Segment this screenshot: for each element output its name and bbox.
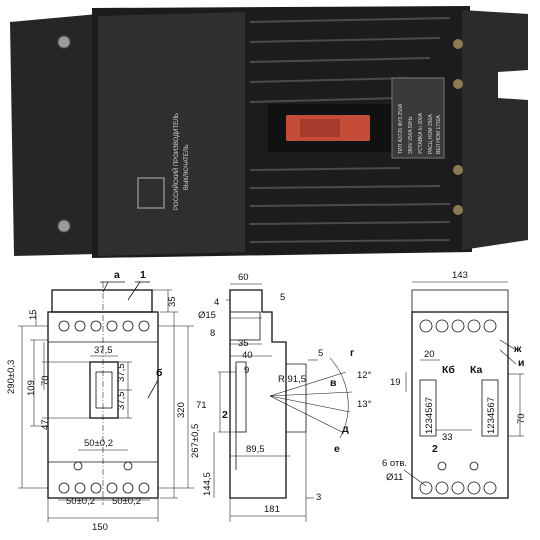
- svg-text:35: 35: [167, 296, 178, 307]
- right-end-cap: [462, 10, 528, 250]
- bottom-terminals: [58, 461, 150, 494]
- svg-text:Ø11: Ø11: [386, 472, 403, 483]
- svg-text:89,5: 89,5: [246, 444, 265, 455]
- rear-bottom-terminals: [419, 461, 497, 495]
- svg-text:R 91,5: R 91,5: [278, 374, 306, 385]
- label-a: а: [114, 269, 120, 281]
- svg-text:5: 5: [280, 292, 285, 303]
- svg-text:50±0,2: 50±0,2: [66, 496, 95, 507]
- top-terminals: [58, 320, 150, 332]
- svg-text:150: 150: [92, 522, 108, 533]
- cooling-ribs-top: [249, 17, 451, 103]
- svg-text:70: 70: [40, 375, 51, 386]
- svg-text:267±0,5: 267±0,5: [190, 424, 201, 458]
- serial-right: 1234567: [486, 397, 497, 434]
- technical-drawings: а 1 35 б 320 267±0,5 290±0,3 15 109: [6, 269, 527, 533]
- mounting-screws: [57, 35, 463, 233]
- svg-text:109: 109: [26, 380, 37, 396]
- svg-text:37,5: 37,5: [94, 345, 113, 356]
- svg-text:37,5: 37,5: [116, 364, 127, 383]
- cooling-ribs-bottom: [249, 167, 451, 243]
- svg-text:37,5: 37,5: [116, 392, 127, 411]
- serial-left: 1234567: [424, 397, 435, 434]
- svg-text:Ø15: Ø15: [198, 310, 216, 321]
- svg-text:15: 15: [28, 309, 39, 320]
- svg-text:9: 9: [244, 365, 249, 376]
- svg-text:5: 5: [318, 348, 323, 359]
- svg-text:181: 181: [264, 504, 280, 515]
- svg-text:60: 60: [238, 272, 249, 283]
- svg-text:е: е: [334, 443, 340, 455]
- svg-text:12°: 12°: [357, 370, 372, 381]
- rear-top-terminals: [419, 319, 497, 333]
- svg-text:71: 71: [196, 400, 207, 411]
- svg-text:Кб: Кб: [442, 364, 455, 376]
- svg-text:РОССИЙСКИЙ ПРОИЗВОДИТЕЛЬ: РОССИЙСКИЙ ПРОИЗВОДИТЕЛЬ: [172, 113, 180, 210]
- svg-text:8: 8: [210, 328, 215, 339]
- svg-text:и: и: [518, 357, 524, 369]
- svg-text:д: д: [342, 423, 349, 435]
- label-1: 1: [140, 269, 146, 281]
- svg-text:2: 2: [432, 443, 438, 455]
- svg-text:6 отв.: 6 отв.: [382, 458, 407, 469]
- svg-text:20: 20: [424, 349, 435, 360]
- svg-text:РАСЦ НОМ 250A: РАСЦ НОМ 250A: [428, 114, 434, 154]
- svg-text:47: 47: [40, 419, 51, 430]
- svg-text:ТИП А3726 ФУЗ 250А: ТИП А3726 ФУЗ 250А: [398, 103, 404, 154]
- svg-text:144,5: 144,5: [202, 472, 213, 496]
- svg-text:320: 320: [176, 402, 187, 418]
- svg-text:ВЫКЛЮЧАТЕЛЬ: ВЫКЛЮЧАТЕЛЬ: [184, 144, 190, 190]
- nameplate: ТИП А3726 ФУЗ 250А 380V 250A 50Hz УСТАВК…: [391, 77, 445, 159]
- svg-text:13°: 13°: [357, 399, 372, 410]
- svg-text:ж: ж: [513, 343, 522, 355]
- svg-text:в: в: [330, 377, 337, 389]
- svg-text:ВЕЛ НОМ 1750A: ВЕЛ НОМ 1750A: [436, 114, 442, 154]
- svg-text:40: 40: [242, 350, 253, 361]
- svg-text:г: г: [350, 347, 355, 359]
- svg-text:290±0,3: 290±0,3: [6, 360, 17, 394]
- svg-text:19: 19: [390, 377, 401, 388]
- svg-text:50±0,2: 50±0,2: [112, 496, 141, 507]
- svg-text:70: 70: [516, 413, 527, 424]
- svg-text:4: 4: [214, 297, 219, 308]
- label-b: б: [156, 367, 163, 379]
- front-view: а 1 35 б 320 267±0,5 290±0,3 15 109: [6, 269, 201, 533]
- svg-text:35: 35: [238, 338, 249, 349]
- svg-text:50±0,2: 50±0,2: [84, 438, 113, 449]
- svg-text:2: 2: [222, 409, 228, 421]
- svg-text:УСТАВКА Iн 200А: УСТАВКА Iн 200А: [418, 112, 424, 154]
- rear-view: 1234567 1234567 143 20 Кб Ка 19 70 33 2 …: [382, 270, 527, 499]
- svg-text:380V 250A 50Hz: 380V 250A 50Hz: [408, 116, 414, 154]
- left-end-cap: [10, 14, 98, 256]
- breaker-photo: ТИП А3726 ФУЗ 250А 380V 250A 50Hz УСТАВК…: [0, 0, 540, 262]
- svg-text:143: 143: [452, 270, 468, 281]
- side-view: 60 4 5 Ø15 8 35 40 5 9 71 2 144,5 89,5 3…: [196, 272, 372, 522]
- svg-text:Ка: Ка: [470, 364, 483, 376]
- svg-text:3: 3: [316, 492, 321, 503]
- svg-text:33: 33: [442, 432, 453, 443]
